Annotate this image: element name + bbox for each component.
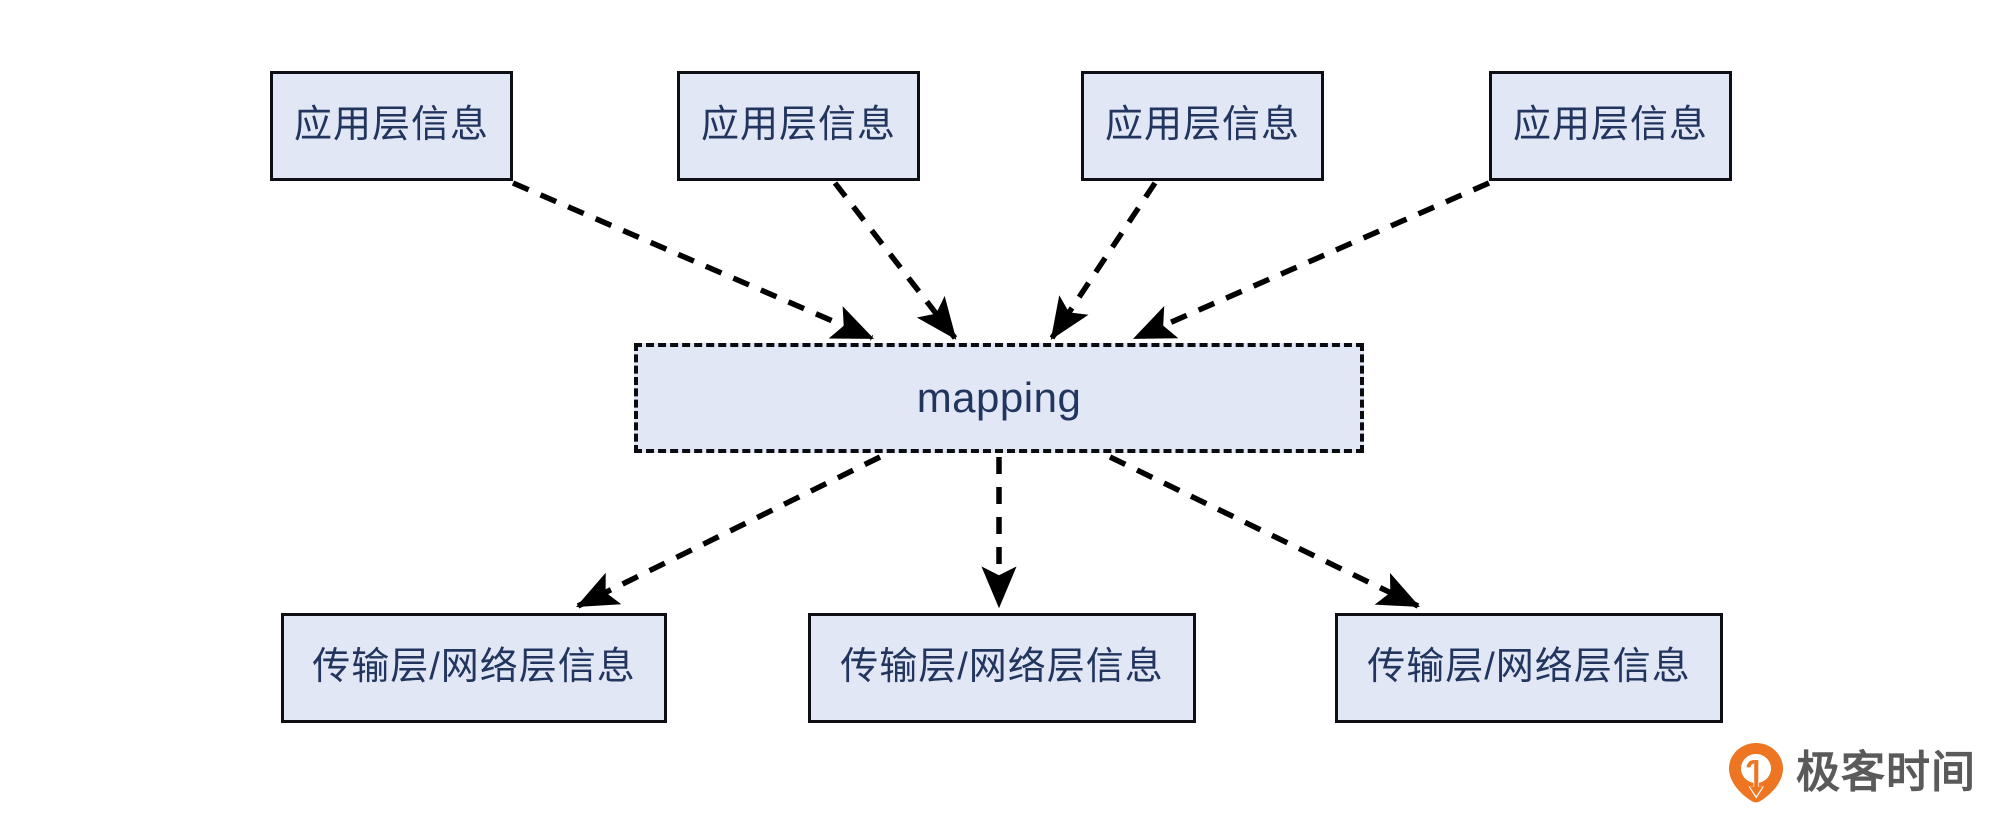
node-label: 应用层信息 bbox=[1512, 104, 1708, 147]
node-label: 传输层/网络层信息 bbox=[1367, 646, 1691, 689]
watermark-label: 极客时间 bbox=[1796, 748, 1976, 797]
node-application-layer-info-1[interactable]: 应用层信息 bbox=[270, 71, 513, 181]
node-label: mapping bbox=[916, 373, 1082, 421]
watermark: 极客时间 bbox=[1728, 742, 1976, 804]
node-label: 传输层/网络层信息 bbox=[312, 646, 636, 689]
edge-app2-to-mapping bbox=[832, 181, 958, 340]
node-mapping[interactable]: mapping bbox=[634, 343, 1364, 453]
node-label: 应用层信息 bbox=[1104, 104, 1300, 147]
node-application-layer-info-4[interactable]: 应用层信息 bbox=[1489, 71, 1732, 181]
geektime-pin-icon bbox=[1729, 743, 1783, 803]
node-application-layer-info-3[interactable]: 应用层信息 bbox=[1081, 71, 1324, 181]
edge-app4-to-mapping bbox=[1132, 180, 1491, 341]
node-label: 应用层信息 bbox=[700, 104, 896, 147]
edge-app3-to-mapping bbox=[1049, 181, 1158, 340]
edge-app1-to-mapping bbox=[511, 180, 875, 341]
node-label: 应用层信息 bbox=[293, 104, 489, 147]
edge-mapping-to-net3 bbox=[1108, 454, 1420, 609]
node-transport-network-layer-info-2[interactable]: 传输层/网络层信息 bbox=[808, 613, 1196, 723]
node-label: 传输层/网络层信息 bbox=[840, 646, 1164, 689]
edge-mapping-to-net1 bbox=[576, 454, 882, 609]
node-transport-network-layer-info-1[interactable]: 传输层/网络层信息 bbox=[281, 613, 667, 723]
node-application-layer-info-2[interactable]: 应用层信息 bbox=[677, 71, 920, 181]
node-transport-network-layer-info-3[interactable]: 传输层/网络层信息 bbox=[1335, 613, 1723, 723]
